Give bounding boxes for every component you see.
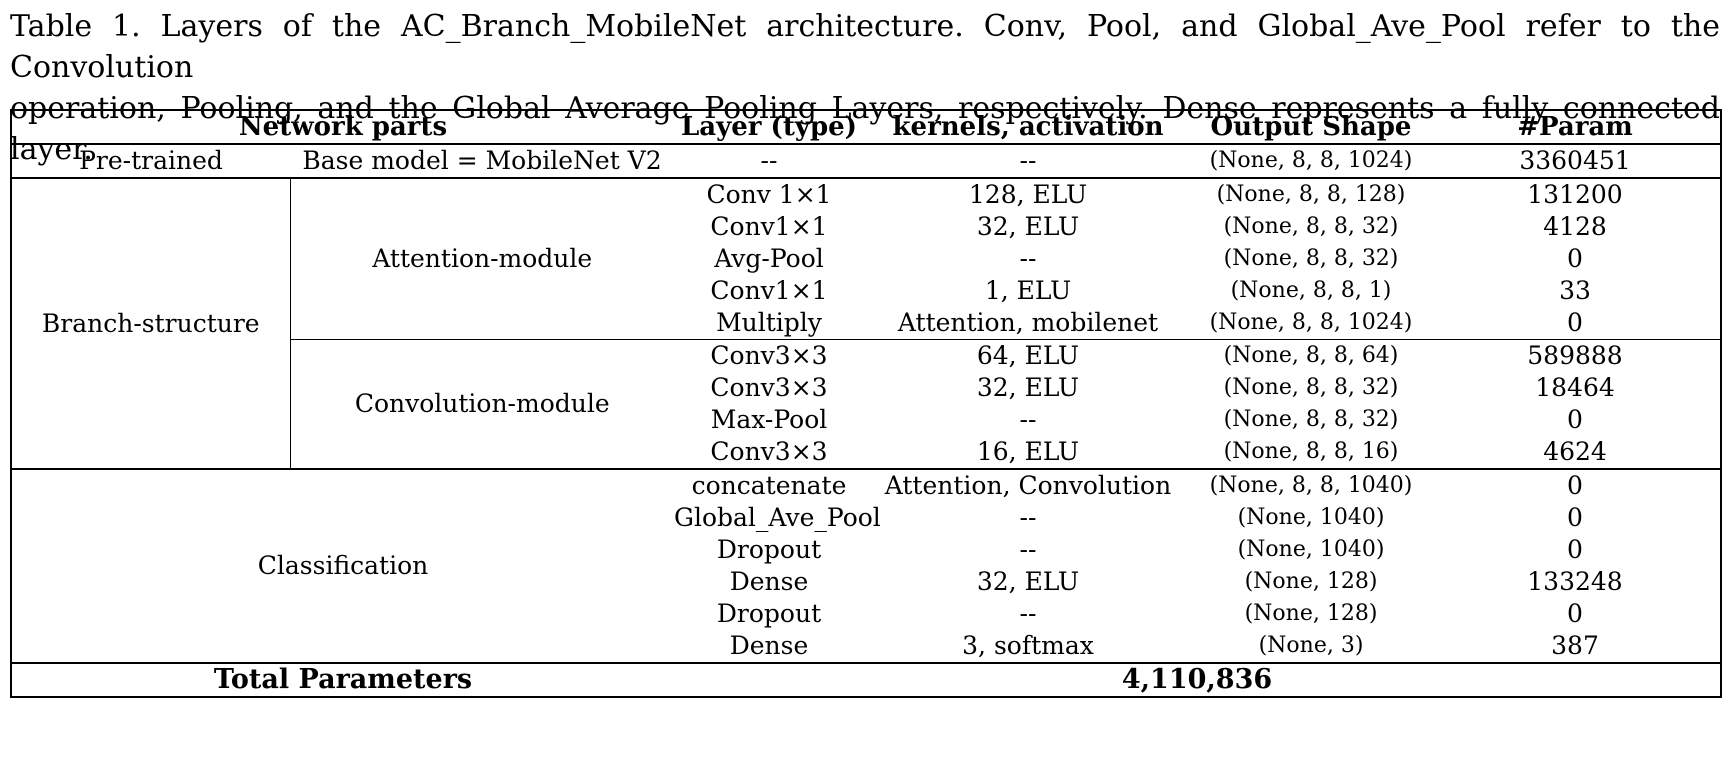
layer-cell: Dropout (716, 535, 822, 564)
param-cell: 0 (1430, 404, 1722, 436)
header-param: #Param (1430, 109, 1722, 145)
table-row: Avg-Pool -- (None, 8, 8, 32) 0 (11, 243, 1722, 275)
param-cell: 131200 (1430, 178, 1722, 211)
kernels-cell: 64, ELU (864, 339, 1192, 372)
layer-cell: Conv1×1 (710, 212, 828, 241)
layer-cell: Multiply (716, 308, 822, 337)
layer-cell: Conv3×3 (674, 339, 864, 372)
output-cell: (None, 8, 8, 64) (1192, 339, 1430, 372)
kernels-cell: Attention, Convolution (884, 471, 1172, 500)
total-parameters-value: 4,110,836 (674, 662, 1722, 698)
header-kernels-activation: kernels, activation (864, 109, 1192, 145)
layer-cell: concatenate (691, 471, 847, 500)
layer-cell: Global_Ave_Pool (674, 503, 881, 532)
layer-cell: Max-Pool (710, 405, 828, 434)
header-network-parts: Network parts (10, 109, 674, 145)
param-cell: 387 (1430, 630, 1722, 663)
table-row: Global_Ave_Pool -- (None, 1040) 0 (11, 502, 1722, 534)
table-row: Max-Pool -- (None, 8, 8, 32) 0 (11, 404, 1722, 436)
convolution-module-label: Convolution-module (290, 339, 674, 470)
output-cell: (None, 128) (1244, 569, 1378, 594)
kernels-cell: 32, ELU (976, 567, 1080, 596)
table-row: Dense 32, ELU (None, 128) 133248 (11, 566, 1722, 598)
param-cell: 0 (1430, 598, 1722, 630)
attention-module-label: Attention-module (372, 244, 593, 273)
output-cell: (None, 8, 8, 128) (1216, 182, 1406, 207)
param-cell: 0 (1430, 469, 1722, 502)
kernels-cell: Attention, mobilenet (897, 308, 1159, 337)
output-cell: (None, 8, 8, 32) (1223, 407, 1399, 432)
pretrained-base-model: Base model = MobileNet V2 (290, 144, 674, 179)
header-row: Network parts Layer (type) kernels, acti… (10, 109, 1722, 145)
table-row: Conv3×3 16, ELU (None, 8, 8, 16) 4624 (11, 436, 1722, 470)
layer-cell: Dense (729, 567, 809, 596)
table-row: Dropout -- (None, 1040) 0 (11, 534, 1722, 566)
output-cell: (None, 1040) (1237, 537, 1385, 562)
table-row: Conv1×1 32, ELU (None, 8, 8, 32) 4128 (11, 211, 1722, 243)
param-cell: 0 (1430, 534, 1722, 566)
layer-cell: Dense (729, 631, 809, 660)
table-row: Multiply Attention, mobilenet (None, 8, … (11, 307, 1722, 340)
table-row: Conv1×1 1, ELU (None, 8, 8, 1) 33 (11, 275, 1722, 307)
param-cell: 0 (1430, 307, 1722, 340)
layer-cell: Conv 1×1 (706, 180, 832, 209)
total-row: Total Parameters 4,110,836 (10, 662, 1722, 698)
table-row: Conv3×3 32, ELU (None, 8, 8, 32) 18464 (11, 372, 1722, 404)
kernels-cell: 1, ELU (984, 276, 1072, 305)
param-cell: 18464 (1430, 372, 1722, 404)
pretrained-param: 3360451 (1430, 144, 1722, 179)
kernels-cell: 128, ELU (968, 180, 1088, 209)
param-cell: 0 (1430, 243, 1722, 275)
param-cell: 133248 (1430, 566, 1722, 598)
caption-line-1: Table 1. Layers of the AC_Branch_MobileN… (10, 9, 1720, 85)
output-cell: (None, 3) (1258, 633, 1364, 658)
kernels-cell: -- (1019, 503, 1037, 532)
kernels-cell: -- (1019, 535, 1037, 564)
param-cell: 589888 (1430, 339, 1722, 372)
total-parameters-label: Total Parameters (10, 662, 674, 698)
layer-cell: Conv1×1 (710, 276, 828, 305)
header-layer-type: Layer (type) (674, 109, 864, 145)
param-cell: 33 (1430, 275, 1722, 307)
layer-cell: Conv3×3 (710, 373, 828, 402)
output-cell: (None, 1040) (1237, 505, 1385, 530)
kernels-cell: 32, ELU (976, 373, 1080, 402)
output-cell: (None, 128) (1244, 601, 1378, 626)
table-row: Dense 3, softmax (None, 3) 387 (11, 630, 1722, 663)
layer-cell: Avg-Pool (714, 244, 824, 273)
param-cell: 4624 (1430, 436, 1722, 470)
table-row: Classification concatenate Attention, Co… (10, 469, 1722, 663)
kernels-cell: 3, softmax (962, 631, 1094, 660)
output-cell: (None, 8, 8, 32) (1223, 375, 1399, 400)
kernels-cell: 16, ELU (864, 436, 1192, 470)
layer-cell: Dropout (716, 599, 822, 628)
output-cell: (None, 8, 8, 1040) (1209, 473, 1413, 498)
output-cell: (None, 8, 8, 1024) (1209, 310, 1413, 335)
kernels-cell: 32, ELU (976, 212, 1080, 241)
output-cell: (None, 8, 8, 32) (1223, 246, 1399, 271)
layer-cell: Conv3×3 (674, 436, 864, 470)
classification-label: Classification (10, 469, 674, 663)
output-cell: (None, 8, 8, 32) (1223, 214, 1399, 239)
pretrained-kernels: -- (864, 144, 1192, 179)
table-row: Branch-structure Attention-module Conv 1… (10, 178, 1722, 470)
output-cell: (None, 8, 8, 1) (1230, 278, 1392, 303)
header-output-shape: Output Shape (1192, 109, 1430, 145)
architecture-table: Network parts Layer (type) kernels, acti… (10, 109, 1722, 698)
param-cell: 4128 (1430, 211, 1722, 243)
kernels-cell: -- (1019, 405, 1037, 434)
kernels-cell: -- (1019, 599, 1037, 628)
pretrained-label: Pre-trained (10, 144, 290, 179)
branch-structure-label: Branch-structure (10, 178, 291, 470)
table-row: Convolution-module Conv3×3 64, ELU (None… (11, 339, 1722, 470)
kernels-cell: -- (1019, 244, 1037, 273)
param-cell: 0 (1430, 502, 1722, 534)
output-cell: (None, 8, 8, 16) (1192, 436, 1430, 470)
pretrained-row: Pre-trained Base model = MobileNet V2 --… (10, 144, 1722, 179)
pretrained-layer: -- (674, 144, 864, 179)
pretrained-output: (None, 8, 8, 1024) (1192, 144, 1430, 179)
table-row: Dropout -- (None, 128) 0 (11, 598, 1722, 630)
